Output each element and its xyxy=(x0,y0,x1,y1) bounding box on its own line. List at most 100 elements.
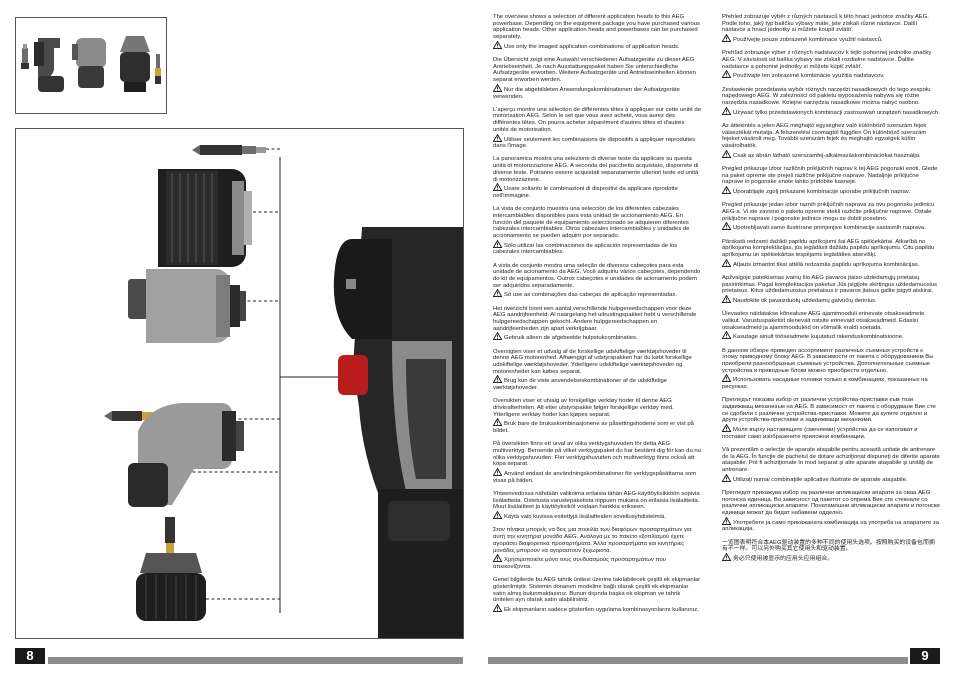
language-block: Oversikten viser et utvalg av forskjelli… xyxy=(493,398,701,435)
overview-text: В данном обзоре приведен ассортимент раз… xyxy=(722,347,934,374)
warning-text: Utiliser seulement les combinaisons de d… xyxy=(493,136,696,150)
warning-text: Kasutage ainult tööseadmete kujutatud ra… xyxy=(733,334,904,341)
warning-text: Brug kun de viste anvendelseskombination… xyxy=(493,378,668,392)
warning-text: Používejte pouze zobrazené kombinace vyu… xyxy=(733,37,883,44)
language-block: Στον πίνακα μπορείς να δεις μια ποικιλία… xyxy=(493,527,701,570)
warning-note: Использовать насадные головки только в к… xyxy=(722,374,940,390)
overview-text: La panoramica mostra una selezione di di… xyxy=(493,156,699,183)
warning-note: Naudokite tik pavaizduotų uždedamų galvu… xyxy=(722,295,940,305)
warning-note: Käytä vain kuvissa esitettyjä lisälaitte… xyxy=(493,511,701,521)
warning-text: Use only the imaged application combinat… xyxy=(504,43,680,50)
warning-note: Utiliser seulement les combinaisons de d… xyxy=(493,133,701,150)
overview-text: 一览图表明符合本AEG驱动装置的多种不同的使用头选项。按照购买的设备包而拥有不一… xyxy=(722,539,935,553)
footer-bar-left xyxy=(48,657,463,664)
warning-triangle-icon xyxy=(493,40,502,49)
offset-head-icon xyxy=(72,38,106,88)
overview-text: Zestawienie przedstawia wybór różnych na… xyxy=(722,86,931,107)
warning-triangle-icon xyxy=(493,375,502,384)
language-block: A vista de conjunto mostra uma seleção d… xyxy=(493,263,701,300)
warning-text: Upotrebljavati samo ilustrirane primjenj… xyxy=(733,225,926,232)
warning-note: Utilizaţi numai combinaţiile aplicative … xyxy=(722,473,940,484)
page-number-right: 9 xyxy=(910,648,940,664)
language-block: Ülevaates näidatakse kõnealuse AEG ajami… xyxy=(722,311,940,341)
overview-text: L'aperçu montre une sélection de différe… xyxy=(493,106,701,133)
overview-text: Die Übersicht zeigt eine Auswahl verschi… xyxy=(493,57,696,84)
warning-triangle-icon xyxy=(493,289,502,298)
warning-note: Моля въpху настaвящите (сменяеми) устрой… xyxy=(722,424,940,440)
warning-triangle-icon xyxy=(493,239,502,248)
overview-text: Het overzicht toont een aantal verschill… xyxy=(493,305,697,332)
warning-note: Bruk bare de bruksskombinasjonene av pås… xyxy=(493,418,701,434)
overview-text: Στον πίνακα μπορείς να δεις μια ποικιλία… xyxy=(493,527,692,554)
chuck-icon xyxy=(120,36,150,92)
warning-text: Ek ekipmanların sadece gösterilen uygula… xyxy=(504,606,699,613)
language-block: Pregled prikazuje jedan izbor raznih pri… xyxy=(722,202,940,232)
overview-text: Prehľad zobrazuje výber z rôznych nadsta… xyxy=(722,50,932,70)
right-page-footer: 9 xyxy=(488,648,940,664)
language-block: The overview shows a selection of differ… xyxy=(493,14,701,51)
warning-triangle-icon xyxy=(493,603,502,612)
bit-icon xyxy=(21,44,29,69)
language-block: Pregled prikazuje izbor različnih priklj… xyxy=(722,166,940,196)
text-column-2: Přehled zobrazuje výběr z různých nástav… xyxy=(722,14,940,569)
bit-holder-chuck-icon xyxy=(136,553,206,621)
warning-text: Употребете ја само прикажаната комбинаци… xyxy=(722,519,939,533)
overview-text: Прегледот прикажува избор на различни ап… xyxy=(722,489,940,517)
language-block: В данном обзоре приведен ассортимент раз… xyxy=(722,348,940,391)
exploded-view-figure xyxy=(15,128,464,639)
warning-triangle-icon xyxy=(722,331,731,340)
warning-text: Utilizaţi numai combinaţiile aplicative … xyxy=(733,476,908,483)
text-column-1: The overview shows a selection of differ… xyxy=(493,14,701,620)
language-block: 一览图表明符合本AEG驱动装置的多种不同的使用头选项。按照购买的设备包而拥有不一… xyxy=(722,540,940,563)
warning-note: Använd endast de användningskombinatione… xyxy=(493,468,701,484)
warning-note: 务必只使用被显示的应用头应用组合。 xyxy=(722,553,940,563)
warning-triangle-icon xyxy=(722,34,731,43)
warning-triangle-icon xyxy=(722,186,731,195)
exploded-view-illustration xyxy=(104,145,463,638)
warning-triangle-icon xyxy=(493,511,502,520)
warning-note: Uporabljajte zgolj prikazane kombinacije… xyxy=(722,186,940,196)
language-block: Yhteenvedossa nähdään valikoima erilaisi… xyxy=(493,491,701,521)
warning-note: Ek ekipmanların sadece gösterilen uygula… xyxy=(493,603,701,614)
warning-note: Upotrebljavati samo ilustrirane primjenj… xyxy=(722,222,940,232)
warning-note: Gebruik alleen de afgebeelde hulpstukcom… xyxy=(493,332,701,342)
language-block: Az áttekintés a jelen AEG meghajtó egysé… xyxy=(722,123,940,160)
warning-triangle-icon xyxy=(722,258,731,267)
language-block: Прегледот прикажува избор на различни ап… xyxy=(722,490,940,533)
warning-note: Používejte pouze zobrazené kombinace vyu… xyxy=(722,34,940,44)
language-block: Genel bilgilerde bu AEG tahrik ünitesi ü… xyxy=(493,577,701,614)
powerbase-drill-icon xyxy=(333,227,463,638)
warning-text: Naudokite tik pavaizduotų uždedamų galvu… xyxy=(733,298,877,304)
warning-triangle-icon xyxy=(722,222,731,231)
warning-note: Brug kun de viste anvendelseskombination… xyxy=(493,375,701,391)
overview-text: Vă prezentăm o selecţie de aparate ataşa… xyxy=(722,446,940,474)
warning-text: Использовать насадные головки только в к… xyxy=(722,377,928,391)
warning-text: Csak az ábrán látható szerszámfej-alkalm… xyxy=(733,152,921,159)
page-number-left: 8 xyxy=(15,648,45,664)
language-block: Prehľad zobrazuje výber z rôznych nadsta… xyxy=(722,50,940,80)
warning-text: Používajte len zobrazené kombinácie využ… xyxy=(733,73,885,80)
warning-triangle-icon xyxy=(493,133,502,142)
language-block: Pārskatā redzami dažādi papildu aprīkoju… xyxy=(722,239,940,269)
warning-note: Používajte len zobrazené kombinácie využ… xyxy=(722,70,940,80)
warning-text: Gebruik alleen de afgebeelde hulpstukcom… xyxy=(504,335,638,342)
warning-triangle-icon xyxy=(722,473,731,482)
language-block: Přehled zobrazuje výběr z různých nástav… xyxy=(722,14,940,44)
accessory-heads-illustration xyxy=(21,36,161,92)
overview-text: Pregled prikazuje jedan izbor raznih pri… xyxy=(722,202,935,222)
warning-text: Χρησιμοποιείτε μόνο τους συνδυασμούς προ… xyxy=(493,557,666,570)
overview-text: Přehled zobrazuje výběr z různých nástav… xyxy=(722,14,929,34)
language-block: Het overzicht toont een aantal verschill… xyxy=(493,306,701,343)
warning-note: Χρησιμοποιείτε μόνο τους συνδυασμούς προ… xyxy=(493,554,701,570)
bit-icon xyxy=(155,54,161,84)
warning-text: Käytä vain kuvissa esitettyjä lisälaitte… xyxy=(504,514,666,521)
bit-icon xyxy=(192,145,266,155)
warning-text: Używać tylko przedstawionych kombinacji … xyxy=(733,109,940,116)
warning-note: Употребете ја само прикажаната комбинаци… xyxy=(722,516,940,533)
warning-triangle-icon xyxy=(493,418,502,427)
overview-text: La vista de conjunto muestra una selecci… xyxy=(493,206,690,239)
overview-text: Ülevaates näidatakse kõnealuse AEG ajami… xyxy=(722,311,925,331)
warning-triangle-icon xyxy=(722,295,731,303)
overview-text: Oversigten viser et udvalg af de forskel… xyxy=(493,348,692,375)
warning-triangle-icon xyxy=(493,468,502,477)
